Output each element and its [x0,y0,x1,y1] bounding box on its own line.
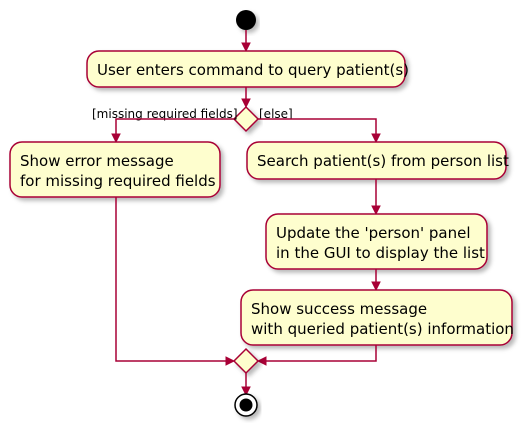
guard-else: [else] [259,107,293,121]
activity-update-panel-line2: in the GUI to display the list [276,244,485,262]
arrowhead [256,356,267,366]
arrowhead [241,42,251,53]
activity-show-success-line2: with queried patient(s) information [251,320,514,338]
activity-show-success-line1: Show success message [251,300,427,318]
activity-search-label: Search patient(s) from person list [257,152,509,170]
activity-update-panel: Update the 'person' panel in the GUI to … [265,213,488,270]
activity-search: Search patient(s) from person list [246,141,509,180]
end-node [234,393,258,417]
edge-decision-to-search [258,118,377,136]
arrowhead [241,386,251,397]
activity-show-error-line2: for missing required fields [20,172,216,190]
activity-query: User enters command to query patient(s) [86,50,409,88]
start-node [236,10,256,30]
activity-query-label: User enters command to query patient(s) [97,61,409,79]
arrowhead [371,205,381,216]
activity-update-panel-line1: Update the 'person' panel [276,224,471,242]
edge-decision-to-error [115,118,234,136]
edge-success-to-merge [264,345,377,362]
activity-show-success: Show success message with queried patien… [240,289,514,346]
activity-show-error-line1: Show error message [20,152,174,170]
arrowhead [241,98,251,109]
edge-error-to-merge [115,197,228,362]
merge-node [232,347,260,375]
activity-show-error: Show error message for missing required … [9,141,221,198]
guard-missing-required-fields: [missing required fields] [92,107,238,121]
arrowhead [371,133,381,144]
arrowhead [371,281,381,292]
arrowhead [225,356,236,366]
arrowhead [111,133,121,144]
decision-node [232,105,260,133]
